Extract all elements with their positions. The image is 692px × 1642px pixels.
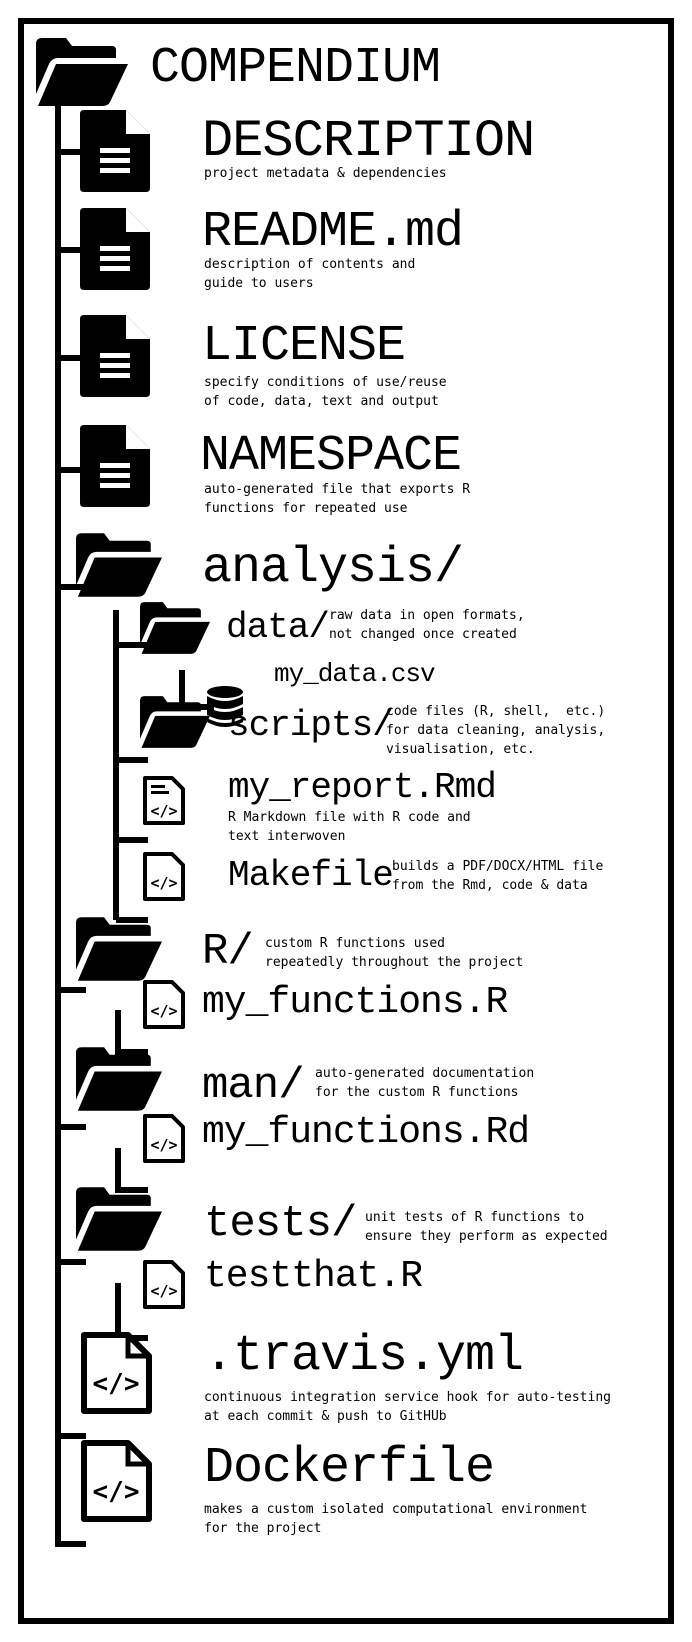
data-folder-desc: raw data in open formats, not changed on… [329, 608, 525, 642]
database-icon [207, 686, 243, 727]
svg-text:</>: </> [93, 1477, 140, 1507]
svg-text:</>: </> [150, 1002, 177, 1020]
code-file-icon: </> [81, 1440, 152, 1522]
scripts-folder-desc: code files (R, shell, etc.) for data cle… [386, 704, 606, 757]
document-icon [80, 110, 150, 192]
man-folder-label: man/ [202, 1061, 305, 1111]
dockerfile-file-label: Dockerfile [204, 1440, 495, 1497]
code-file-icon: </> [143, 980, 185, 1029]
description-file-label: DESCRIPTION [202, 112, 535, 171]
diagram-frame [18, 18, 674, 1624]
svg-text:</>: </> [150, 1282, 177, 1300]
readme-file-desc: description of contents and guide to use… [204, 257, 416, 291]
root-folder-label: COMPENDIUM [150, 40, 441, 97]
svg-text:</>: </> [93, 1369, 140, 1399]
description-file-desc: project metadata & dependencies [204, 166, 447, 181]
folder-open-icon [76, 533, 162, 597]
makefile-file-desc: builds a PDF/DOCX/HTML file from the Rmd… [392, 859, 604, 893]
tests-folder-label: tests/ [204, 1199, 357, 1249]
document-icon [80, 315, 150, 397]
code-file-icon: </> [143, 852, 185, 901]
data-folder-label: data/ [226, 607, 330, 648]
folder-open-icon [36, 38, 128, 106]
document-icon [80, 208, 150, 290]
svg-text:</>: </> [150, 802, 177, 820]
namespace-file-desc: auto-generated file that exports R funct… [204, 482, 471, 516]
my-functions-rd-file-label: my_functions.Rd [202, 1111, 530, 1154]
code-file-icon: </> [143, 1114, 185, 1163]
travis-file-desc: continuous integration service hook for … [204, 1390, 611, 1424]
makefile-file-label: Makefile [228, 855, 394, 896]
man-folder-desc: auto-generated documentation for the cus… [315, 1066, 535, 1100]
tests-folder-desc: unit tests of R functions to ensure they… [365, 1210, 608, 1244]
my-data-file-label: my_data.csv [274, 659, 436, 689]
document-icon [80, 425, 150, 507]
license-file-label: LICENSE [202, 318, 406, 375]
folder-open-icon [76, 1047, 162, 1111]
r-folder-desc: custom R functions used repeatedly throu… [265, 936, 524, 970]
my-report-file-label: my_report.Rmd [228, 767, 497, 808]
dockerfile-file-desc: makes a custom isolated computational en… [204, 1502, 588, 1536]
svg-text:</>: </> [150, 1136, 177, 1154]
my-functions-r-file-label: my_functions.R [202, 981, 508, 1024]
code-file-icon: </> [81, 1332, 152, 1414]
code-file-icon: </> [143, 1260, 185, 1309]
code-file-icon: </> [143, 776, 185, 825]
namespace-file-label: NAMESPACE [200, 428, 462, 485]
folder-open-icon [140, 696, 210, 748]
svg-text:</>: </> [150, 874, 177, 892]
folder-open-icon [140, 602, 210, 654]
travis-file-label: .travis.yml [204, 1328, 524, 1385]
folder-open-icon [76, 917, 162, 981]
my-report-file-desc: R Markdown file with R code and text int… [228, 810, 471, 844]
analysis-folder-label: analysis/ [202, 540, 464, 597]
r-folder-label: R/ [202, 927, 254, 977]
testthat-file-label: testthat.R [204, 1255, 423, 1298]
license-file-desc: specify conditions of use/reuse of code,… [204, 375, 447, 409]
readme-file-label: README.md [202, 204, 464, 261]
scripts-folder-label: scripts/ [228, 705, 394, 746]
folder-open-icon [76, 1187, 162, 1251]
